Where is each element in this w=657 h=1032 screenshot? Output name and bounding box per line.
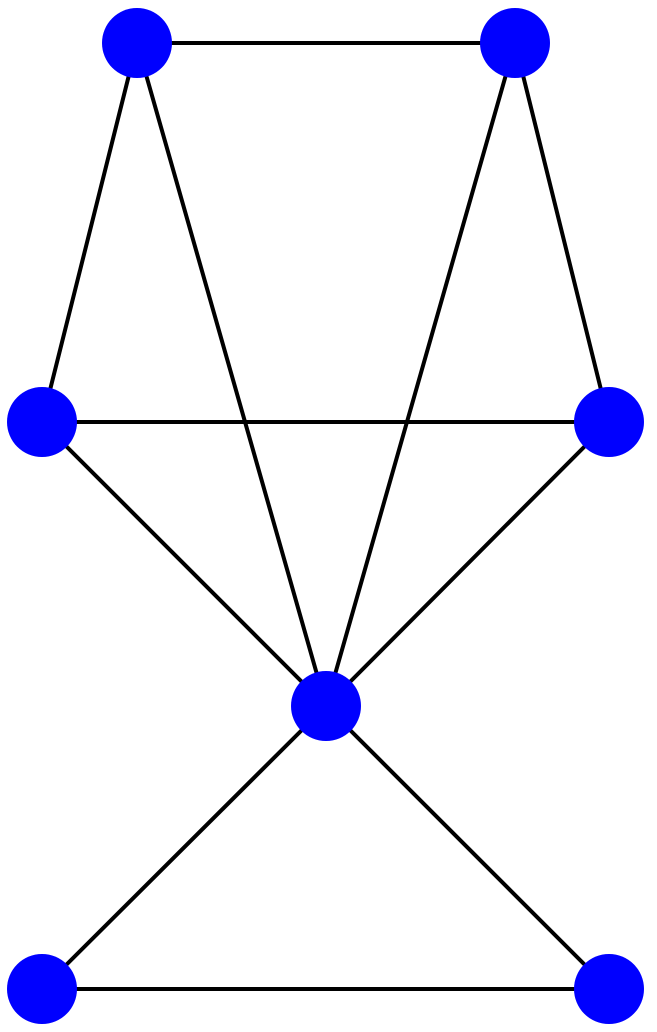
edge-top-left-middle-left (40, 41, 139, 424)
edge-center-bottom-left (40, 704, 328, 991)
node-bottom-right (574, 954, 644, 1024)
node-middle-right (574, 387, 644, 457)
edge-center-bottom-right (324, 704, 611, 991)
node-layer (7, 8, 644, 1024)
edge-top-right-middle-right (513, 41, 611, 424)
edge-top-left-center (135, 41, 328, 708)
edge-top-right-center (324, 41, 517, 708)
edge-middle-right-center (324, 420, 611, 708)
node-top-left (102, 8, 172, 78)
node-bottom-left (7, 954, 77, 1024)
edge-middle-left-center (40, 420, 328, 708)
node-center (291, 671, 361, 741)
node-middle-left (7, 387, 77, 457)
node-top-right (480, 8, 550, 78)
edge-layer (40, 41, 611, 991)
